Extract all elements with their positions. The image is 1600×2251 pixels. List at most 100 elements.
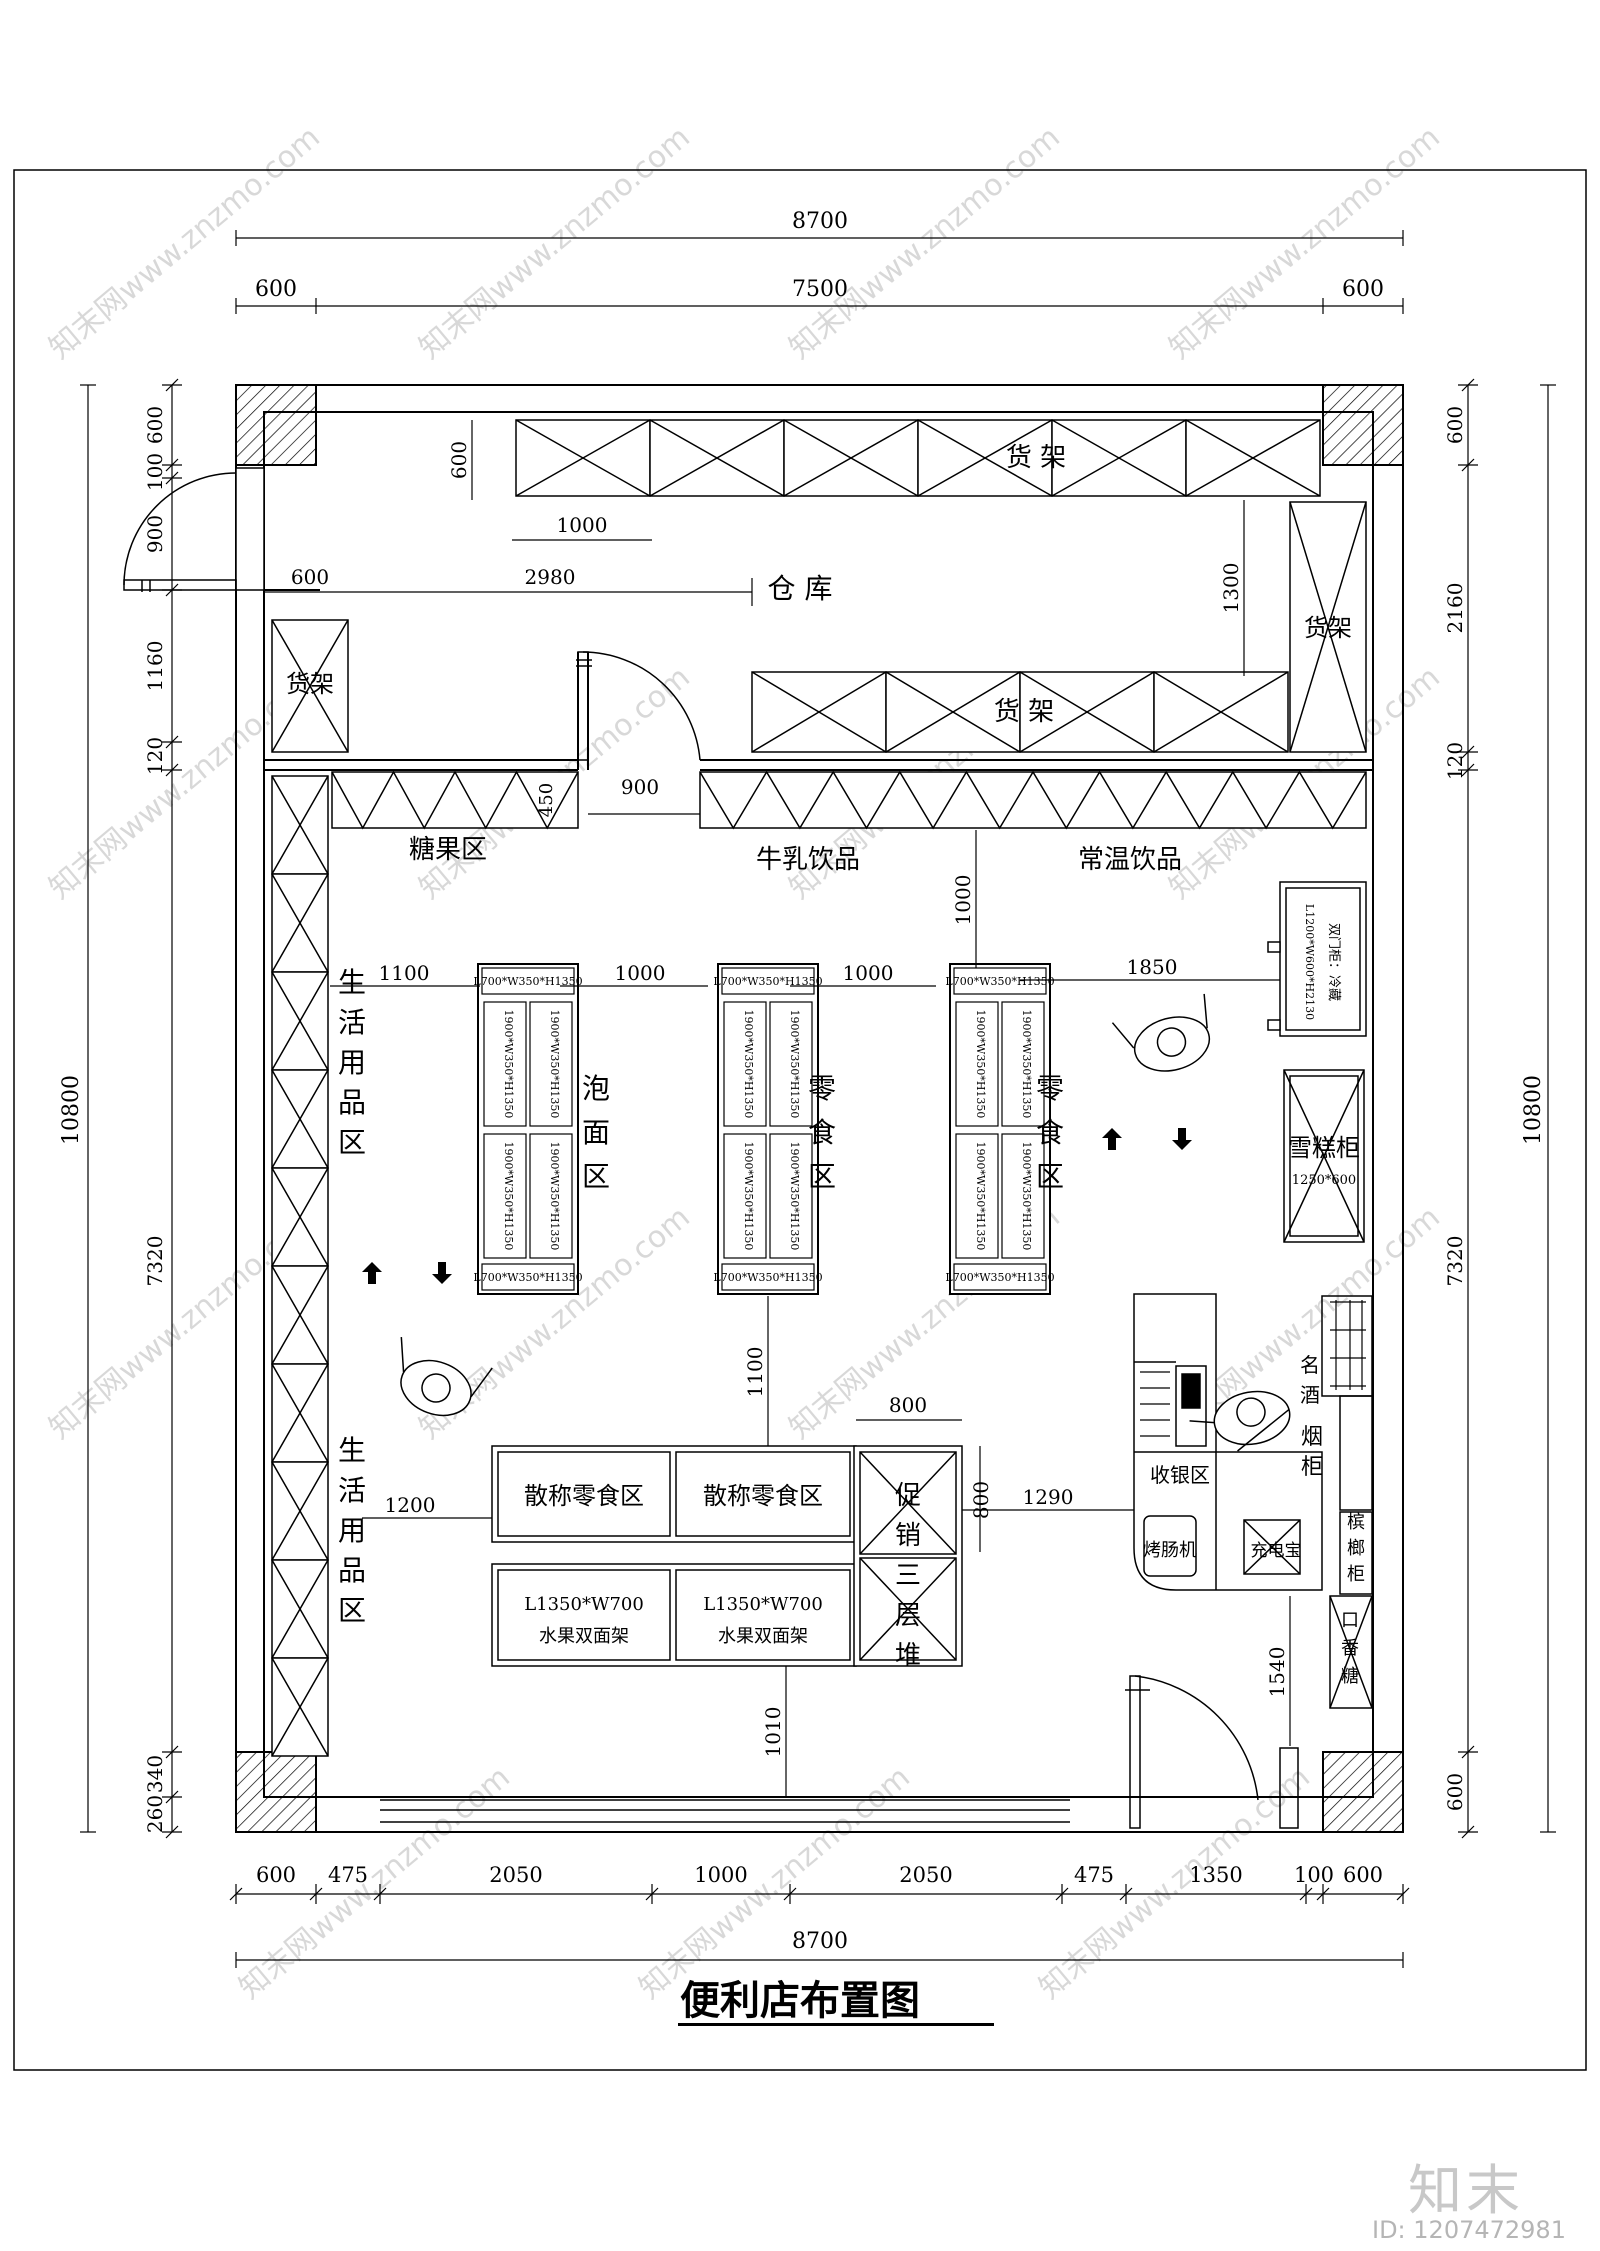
betel-cabinet [1339, 1511, 1373, 1595]
dim-bottom-total: 8700 [792, 1929, 848, 1954]
outer-walls [235, 384, 1404, 1833]
dim-aisle: 1100 [379, 961, 430, 985]
wall-shelf [331, 771, 579, 829]
dim-top-right: 600 [1342, 277, 1384, 302]
zone-daily: 用 [338, 1514, 366, 1547]
zone-snack: 区 [808, 1160, 836, 1193]
dim-left-seg: 260 [143, 1795, 167, 1833]
dim-left-seg: 600 [143, 406, 167, 444]
fruit-label: 水果双面架 [539, 1626, 629, 1647]
betel-label: 柜 [1347, 1564, 1365, 1585]
sheet-frame [13, 169, 1587, 2071]
zone-daily: 活 [338, 1474, 366, 1507]
dimension-lines [80, 230, 1556, 1968]
zone-daily: 用 [338, 1046, 366, 1079]
dim-left-seg: 1160 [143, 641, 167, 692]
label-shelf: 货架 [286, 670, 334, 698]
tobacco-label: 烟 [1301, 1425, 1323, 1450]
dim-right-seg: 120 [1443, 742, 1467, 780]
bulk-area [491, 1445, 963, 1667]
charger-label: 充电宝 [1251, 1541, 1302, 1561]
wall-shelf [699, 771, 1367, 829]
watermark-text: 知末网www.znzmo.com [1163, 120, 1447, 366]
tobacco-cabinet [1339, 1395, 1373, 1511]
dim-milk-gap: 1000 [951, 875, 975, 926]
zone-daily: 生 [338, 1434, 366, 1467]
person-1 [1111, 993, 1211, 1072]
cashier-marks [1140, 1300, 1366, 1437]
zone-ambient: 常温饮品 [1078, 845, 1182, 875]
zone-noodle: 泡 [582, 1072, 610, 1105]
gum-label: 糖 [1341, 1666, 1359, 1687]
dim-bottom-seg: 2050 [489, 1863, 542, 1887]
promo-label: 销 [895, 1521, 921, 1551]
dim-entry: 1540 [1265, 1647, 1289, 1698]
gondola-side-label: 1900*W350*H1350 [548, 1010, 561, 1119]
cashier-label: 收银区 [1150, 1463, 1210, 1487]
dim-top-left: 600 [255, 277, 297, 302]
gum-label: 香 [1341, 1638, 1359, 1659]
fridge-cabinet [1279, 881, 1367, 1037]
dim-bottom-seg: 100 [1294, 1863, 1334, 1887]
zone-candy: 糖果区 [409, 835, 487, 865]
liquor-label: 酒 [1300, 1383, 1320, 1407]
zone-snack: 零 [1036, 1072, 1064, 1105]
dim-right-total: 10800 [1521, 1075, 1546, 1145]
drawing-title: 便利店布置图 [680, 1978, 920, 2024]
dim-bottom-seg: 600 [1343, 1863, 1383, 1887]
fridge-label: 双门柜：冷藏 [1326, 923, 1341, 1001]
zone-milk: 牛乳饮品 [756, 845, 860, 875]
dim-promo-width: 800 [889, 1393, 927, 1417]
betel-label: 榔 [1347, 1538, 1365, 1559]
person-3 [1189, 1390, 1291, 1452]
bulk-label: 散称零食区 [703, 1482, 823, 1510]
fruit-size: L1350*W700 [703, 1594, 823, 1615]
promo-label: 三 [895, 1561, 921, 1591]
dim-aisle: 1010 [761, 1707, 785, 1758]
warehouse-door [576, 651, 701, 761]
sausage-label: 烤肠机 [1143, 1540, 1197, 1561]
gondola-side-label: 1900*W350*H1350 [1020, 1010, 1033, 1119]
people-figures [400, 993, 1291, 1452]
gondola-side-label: 1900*W350*H1350 [788, 1142, 801, 1251]
label-shelf: 货架 [1304, 614, 1352, 642]
promo-label: 层 [895, 1601, 921, 1631]
gondola-end-label: L700*W350*H1350 [473, 975, 582, 988]
fixtures [1133, 881, 1373, 1709]
dim-corridor-len: 2980 [525, 565, 576, 589]
zone-snack: 区 [1036, 1160, 1064, 1193]
gondola-side-label: 1900*W350*H1350 [502, 1010, 515, 1119]
watermark-text: 知末网www.znzmo.com [43, 120, 327, 366]
dim-aisle: 1850 [1127, 955, 1178, 979]
watermark-text: 知末网www.znzmo.com [783, 120, 1067, 366]
dim-left-seg: 7320 [143, 1236, 167, 1287]
entry-door [1125, 1675, 1299, 1829]
dim-aisle: 1000 [843, 961, 894, 985]
fridge-size: L1200*W600*H2130 [1303, 904, 1316, 1020]
sausage-machine [1143, 1515, 1197, 1577]
corner-columns [235, 384, 1404, 1833]
dim-left-total: 10800 [59, 1075, 84, 1145]
dim-left-seg: 340 [143, 1755, 167, 1793]
zone-daily: 区 [338, 1594, 366, 1627]
dim-top-total: 8700 [792, 209, 848, 234]
flow-arrows [362, 1128, 1192, 1284]
dim-right-seg: 7320 [1443, 1236, 1467, 1287]
gondola-side-label: 1900*W350*H1350 [1020, 1142, 1033, 1251]
gondola-cabinets: 1900*W350*H1350 1900*W350*H1350 1900*W350*… [473, 963, 1055, 1295]
gondola-end-label: L700*W350*H1350 [713, 975, 822, 988]
zone-snack: 食 [808, 1116, 836, 1149]
title-underline [678, 2023, 994, 2026]
gondola-end-label: L700*W350*H1350 [473, 1271, 582, 1284]
icecream-label: 雪糕柜 [1288, 1134, 1360, 1162]
gondola-side-label: 1900*W350*H1350 [742, 1010, 755, 1119]
betel-label: 槟 [1347, 1512, 1365, 1533]
dimension-ticks [162, 378, 1478, 1904]
brand-logo: 知末 [1408, 2159, 1524, 2222]
bulk-label: 散称零食区 [524, 1482, 644, 1510]
room-warehouse: 仓 库 [768, 572, 833, 605]
fruit-label: 水果双面架 [718, 1626, 808, 1647]
dim-shelf-depth: 600 [447, 441, 471, 479]
